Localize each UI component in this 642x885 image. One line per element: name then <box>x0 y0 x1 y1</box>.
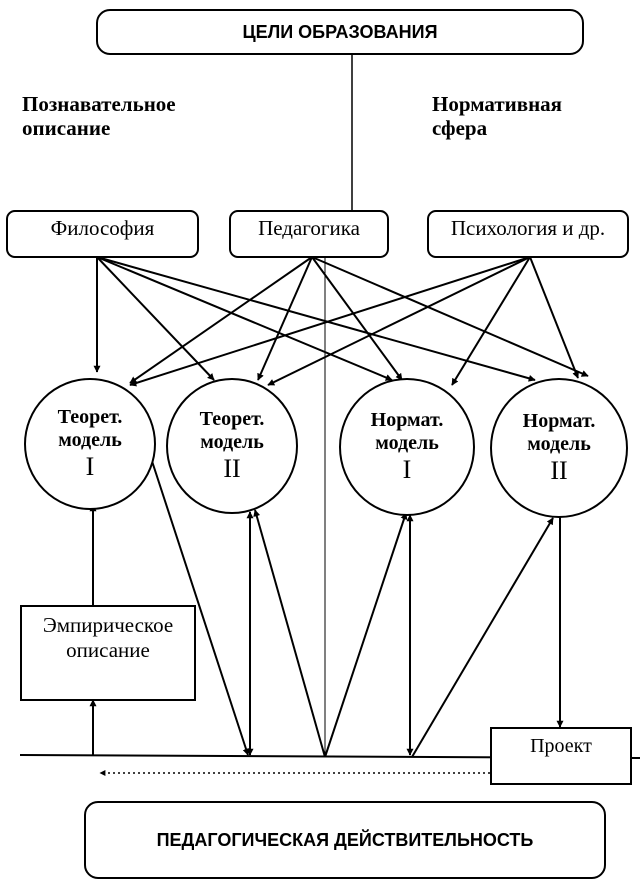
psychology-box: Психология и др. <box>427 210 629 258</box>
arrow-theor1-to-reality <box>149 454 250 756</box>
arrow-psychology-norm1 <box>451 256 531 386</box>
model-label-line-1: Нормат. <box>522 410 596 432</box>
project-label: Проект <box>530 735 592 757</box>
reality-label: ПЕДАГОГИЧЕСКАЯ ДЕЙСТВИТЕЛЬНОСТЬ <box>156 829 534 850</box>
empirical-line-2: описание <box>66 638 150 662</box>
philosophy-label: Философия <box>50 216 155 240</box>
model-label-line-1: Теорет. <box>57 406 123 428</box>
model-label-line-1: Нормат. <box>370 409 444 431</box>
model-numeral: I <box>85 452 95 481</box>
normative-caption-line-1: Нормативная <box>432 92 563 116</box>
arrow-center-to-theor2 <box>253 509 326 758</box>
pedagogy-label: Педагогика <box>258 216 360 240</box>
arrow-center-to-norm1 <box>324 512 408 758</box>
cognitive-caption-line-1: Познавательное <box>22 92 176 116</box>
empirical-description-box: Эмпирическое описание <box>20 605 196 701</box>
normative-caption-line-2: сфера <box>432 116 488 140</box>
arrow-pedagogy-theor1 <box>129 256 313 384</box>
arrow-pedagogy-norm1 <box>311 256 403 381</box>
arrow-reality-to-norm2 <box>411 517 554 758</box>
normative-model-1: Нормат. модель I <box>339 378 475 516</box>
philosophy-box: Философия <box>6 210 199 258</box>
arrow-pedagogy-norm2 <box>311 256 589 377</box>
model-numeral: I <box>402 455 412 484</box>
model-label-line-2: модель <box>527 433 591 455</box>
project-box: Проект <box>490 727 632 785</box>
psychology-label: Психология и др. <box>450 216 606 240</box>
pedagogy-box: Педагогика <box>229 210 389 258</box>
model-label-line-1: Теорет. <box>199 408 265 430</box>
model-numeral: II <box>550 456 568 485</box>
normative-model-2: Нормат. модель II <box>490 378 628 518</box>
model-label-line-2: модель <box>375 432 439 454</box>
arrow-philosophy-norm2 <box>96 256 536 382</box>
theoretical-model-1: Теорет. модель I <box>24 378 156 510</box>
arrow-philosophy-theor2 <box>96 256 215 381</box>
empirical-line-1: Эмпирическое <box>42 613 174 637</box>
model-numeral: II <box>223 454 241 483</box>
theoretical-model-2: Теорет. модель II <box>166 378 298 514</box>
model-label-line-2: модель <box>58 429 122 451</box>
normative-caption: Нормативная сфера <box>432 92 562 140</box>
cognitive-caption-line-2: описание <box>22 116 111 140</box>
arrow-pedagogy-theor2 <box>257 256 313 381</box>
goals-label: ЦЕЛИ ОБРАЗОВАНИЯ <box>242 21 438 42</box>
cognitive-caption: Познавательное описание <box>22 92 176 140</box>
goals-box: ЦЕЛИ ОБРАЗОВАНИЯ <box>96 9 584 55</box>
arrow-psychology-theor1 <box>129 256 531 387</box>
arrow-psychology-theor2 <box>267 256 531 386</box>
arrow-psychology-norm2 <box>529 256 579 379</box>
reality-box: ПЕДАГОГИЧЕСКАЯ ДЕЙСТВИТЕЛЬНОСТЬ <box>84 801 606 879</box>
arrow-philosophy-norm1 <box>96 256 393 381</box>
model-label-line-2: модель <box>200 431 264 453</box>
